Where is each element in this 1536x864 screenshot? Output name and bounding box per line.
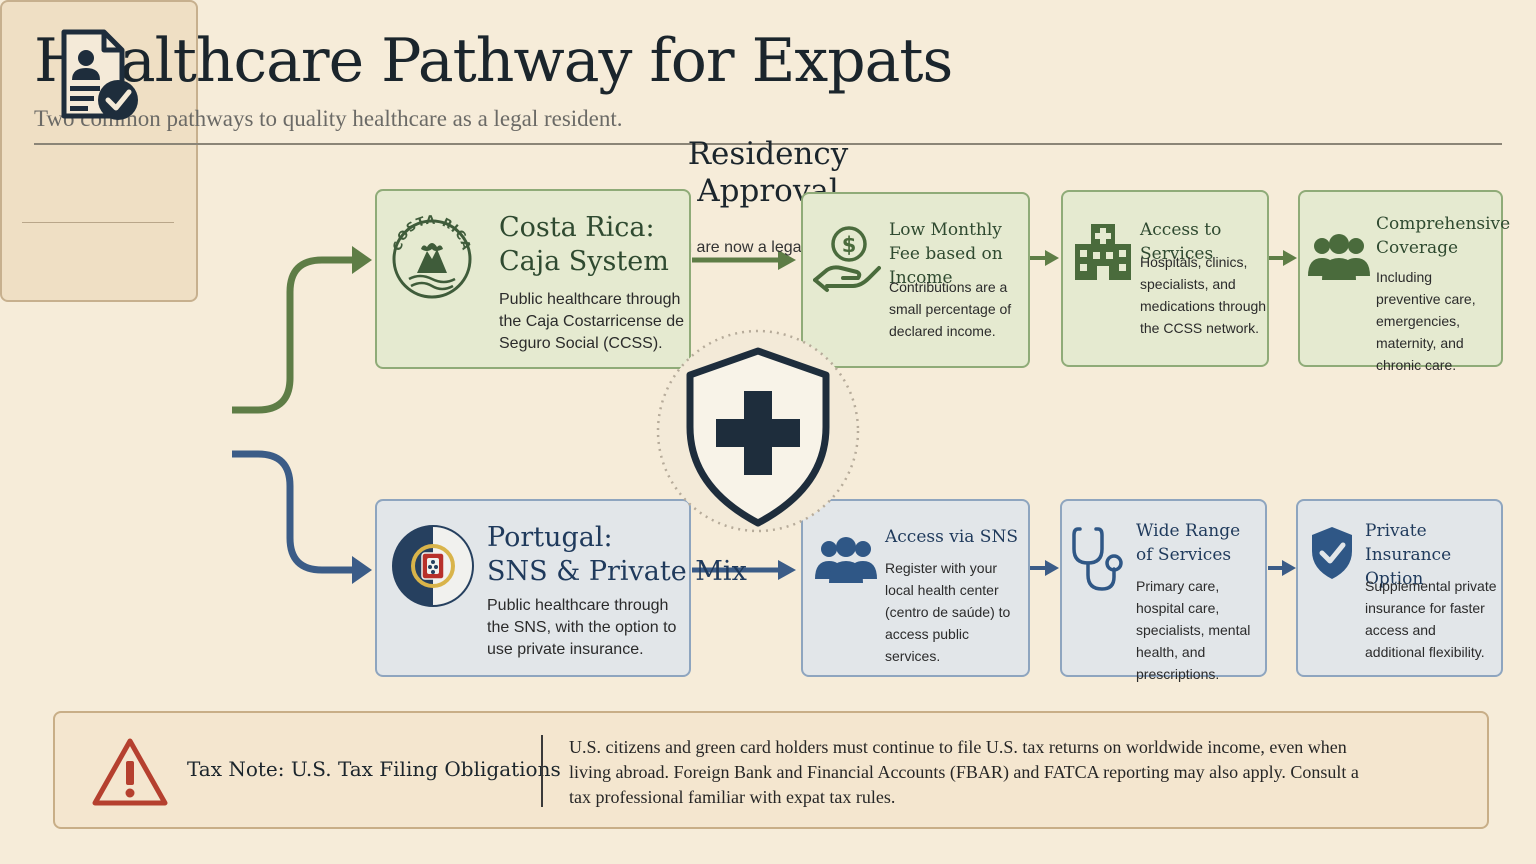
tax-note-label: Tax Note: U.S. Tax Filing Obligations xyxy=(187,757,561,781)
page-title: Healthcare Pathway for Expats xyxy=(34,26,953,96)
cr-step-access-to-services: Access to Services Hospitals, clinics, s… xyxy=(1061,190,1269,367)
pt-step-3-title: Private Insurance Option xyxy=(1365,521,1452,589)
costa-rica-seal-icon: COSTA RICA xyxy=(391,209,473,303)
title-divider xyxy=(34,143,1502,145)
hand-coin-icon: $ xyxy=(813,224,881,296)
costa-rica-title: Costa Rica: Caja System xyxy=(499,212,669,277)
id-document-check-icon xyxy=(56,28,142,124)
cr-step-1-title: Low Monthly Fee based on Income xyxy=(889,220,1003,288)
portugal-card: Portugal: SNS & Private Mix Public healt… xyxy=(375,499,747,677)
cr-step-low-monthly-fee: $ Low Monthly Fee based on Income Contri… xyxy=(801,192,1030,368)
tax-note-text: U.S. citizens and green card holders mus… xyxy=(569,737,1359,807)
shield-plus-icon xyxy=(656,323,860,539)
pt-step-1-title: Access via SNS xyxy=(885,527,1018,547)
pt-step-private-insurance-option: Private Insurance Option Supplemental pr… xyxy=(1296,499,1503,677)
hospital-icon xyxy=(1073,222,1133,282)
arrowhead-portugal xyxy=(352,556,372,584)
connector-to-portugal xyxy=(232,450,354,574)
arrowhead-pt-3 xyxy=(1282,560,1296,576)
costa-rica-card: COSTA RICA Costa Rica: Caja System Publi… xyxy=(375,189,691,369)
people-group-icon xyxy=(1308,232,1370,282)
connector-to-costa-rica xyxy=(232,256,354,414)
portugal-flag-seal-icon xyxy=(391,519,475,613)
svg-text:$: $ xyxy=(842,233,857,257)
residency-approval-card: Residency Approval You are now a legal r… xyxy=(0,0,871,302)
tax-note-divider xyxy=(541,735,543,807)
pt-step-2-title: Wide Range of Services xyxy=(1136,521,1241,565)
arrowhead-pt-2 xyxy=(1045,560,1059,576)
pt-step-2-text: Primary care, hospital care, specialists… xyxy=(1136,578,1251,682)
costa-rica-text: Public healthcare through the Caja Costa… xyxy=(499,291,684,352)
stethoscope-icon xyxy=(1070,525,1126,595)
cr-step-3-text: Including preventive care, emergencies, … xyxy=(1376,269,1476,373)
portugal-text: Public healthcare through the SNS, with … xyxy=(487,597,677,658)
pt-step-wide-range-of-services: Wide Range of Services Primary care, hos… xyxy=(1060,499,1267,682)
cr-step-3-title: Comprehensive Coverage xyxy=(1376,214,1511,258)
pt-step-1-text: Register with your local health center (… xyxy=(885,560,1011,664)
tax-note-box: Tax Note: U.S. Tax Filing Obligations U.… xyxy=(53,711,1489,829)
arrowhead-pt-1 xyxy=(778,560,796,580)
warning-triangle-icon xyxy=(91,737,169,809)
shield-check-icon xyxy=(1308,525,1356,581)
cr-step-2-title: Access to Services xyxy=(1140,220,1222,264)
portugal-title: Portugal: SNS & Private Mix xyxy=(487,522,747,587)
pt-step-3-text: Supplemental private insurance for faste… xyxy=(1365,578,1497,660)
people-group-icon xyxy=(815,535,877,585)
cr-step-1-text: Contributions are a small percentage of … xyxy=(889,279,1012,339)
cr-step-comprehensive-coverage: Comprehensive Coverage Including prevent… xyxy=(1298,190,1511,373)
cr-step-2-text: Hospitals, clinics, specialists, and med… xyxy=(1140,254,1267,336)
pt-step-access-via-sns: Access via SNS Register with your local … xyxy=(801,499,1030,677)
residency-divider xyxy=(22,222,174,223)
